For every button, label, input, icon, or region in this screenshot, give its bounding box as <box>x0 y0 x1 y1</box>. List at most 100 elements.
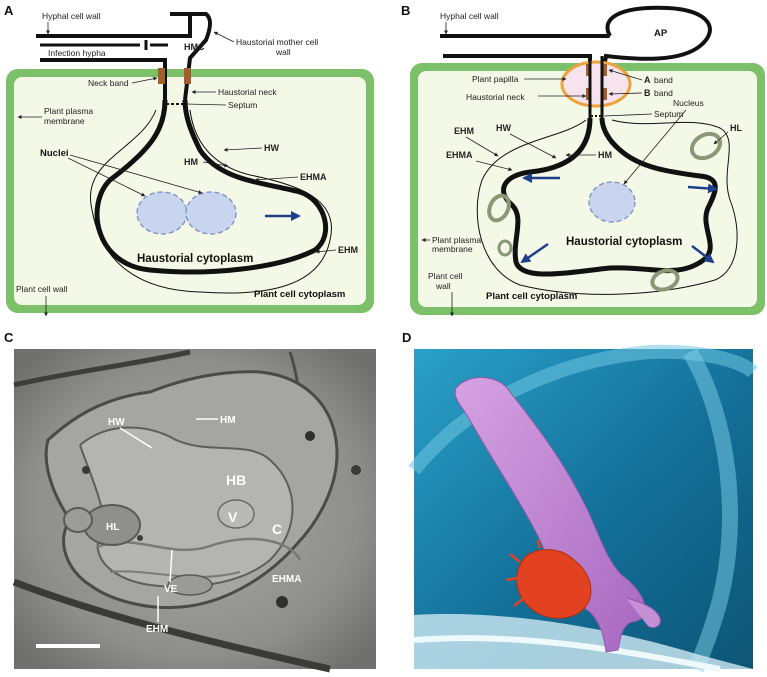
b-arrow-ehm <box>465 136 499 157</box>
a-label-plant-cell-wall: Plant cell wall <box>16 284 68 294</box>
c-line-hw <box>119 427 153 449</box>
b-appressorium <box>600 5 712 81</box>
a-label-neck-band: Neck band <box>88 78 129 88</box>
plant-cell-cytoplasm-area <box>14 77 366 305</box>
em-vacuole-v <box>217 499 255 529</box>
a-label-ehm: EHM <box>338 245 358 255</box>
a-arrow-nuclei-2 <box>69 154 203 194</box>
a-arrow-nuclei-1 <box>67 157 146 197</box>
sem-cell-surface-bottom <box>414 614 753 669</box>
b-ehm-outline <box>476 119 738 295</box>
b-label-ehm: EHM <box>454 126 474 136</box>
b-a-band-right <box>602 64 607 76</box>
c-scale-bar <box>36 644 100 648</box>
b-label-a-band: band <box>654 75 673 85</box>
c-label-hw: HW <box>108 417 125 428</box>
a-arrow-hmc-wall <box>213 31 235 43</box>
b-label-hl: HL <box>730 123 742 133</box>
panel-a: A Hyphal cell wall Infection hypha HMC H… <box>4 3 374 317</box>
panel-d: D <box>402 330 758 673</box>
a-label-hm: HM <box>184 157 198 167</box>
panel-a-letter: A <box>4 3 14 18</box>
c-label-c: C <box>272 521 282 537</box>
a-label-ppm-2: membrane <box>44 116 85 126</box>
nucleus-2 <box>185 191 237 235</box>
haustorium-wall <box>94 99 329 275</box>
a-label-ehma: EHMA <box>300 172 327 182</box>
sem-cell-ridge-top <box>408 344 758 475</box>
b-haustorial-neck-walls <box>588 56 604 118</box>
a-label-haustorial-neck: Haustorial neck <box>218 87 277 97</box>
c-label-hl: HL <box>106 522 119 533</box>
em-speck <box>137 535 143 541</box>
panel-b: B Hyphal cell wall <box>401 3 765 317</box>
b-label-pcw-2: wall <box>435 281 451 291</box>
a-label-hyphal-cell-wall: Hyphal cell wall <box>42 11 101 21</box>
b-line-septum <box>603 113 653 117</box>
b-label-hm: HM <box>598 150 612 160</box>
b-label-nucleus: Nucleus <box>673 98 704 108</box>
b-label-ppm-1: Plant plasma <box>432 235 481 245</box>
b-hl-1 <box>689 131 723 161</box>
a-label-haustorial-cytoplasm: Haustorial cytoplasm <box>137 253 253 265</box>
b-hl-2 <box>487 193 511 223</box>
hmc-wall <box>170 12 212 101</box>
em-cell-wall-bottom <box>12 578 331 673</box>
b-flow-arrow-4 <box>691 245 715 264</box>
b-label-hw: HW <box>496 123 511 133</box>
infection-hypha-lower-wall <box>40 58 167 100</box>
b-hl-4 <box>650 268 680 292</box>
em-membrane-2 <box>109 570 241 578</box>
b-label-b-letter: B <box>644 88 651 98</box>
b-arrow-ehma <box>475 160 513 172</box>
c-label-hb: HB <box>226 472 246 488</box>
neck-band-left <box>158 68 165 84</box>
ehm-outline <box>89 109 332 294</box>
b-label-ppm-2: membrane <box>432 244 473 254</box>
b-hl-3 <box>497 239 513 257</box>
c-label-ehma: EHMA <box>272 574 301 585</box>
sem-cell-edge-highlight <box>413 635 721 672</box>
a-arrow-hm <box>202 161 229 168</box>
sem-red-structure <box>516 549 592 619</box>
b-label-septum: Septum <box>654 109 683 119</box>
b-flow-arrow-3 <box>520 242 549 264</box>
b-flow-arrow-2 <box>687 183 718 194</box>
b-label-plant-papilla: Plant papilla <box>472 74 519 84</box>
a-label-nuclei: Nuclei <box>40 148 69 159</box>
a-arrow-ehm <box>315 249 337 254</box>
sem-hypha-branch <box>625 597 661 629</box>
b-haustorium-wall <box>501 117 718 277</box>
panel-c: C HW HM HB V C HL VE EHMA EHM <box>4 330 376 673</box>
em-speck <box>305 431 315 441</box>
b-plant-cell-cytoplasm-area <box>418 71 757 307</box>
em-speck <box>351 465 361 475</box>
c-label-hm: HM <box>220 415 236 426</box>
em-speck <box>276 596 288 608</box>
a-label-hmc: HMC <box>184 42 205 52</box>
nucleus-1 <box>136 191 188 235</box>
neck-band-right <box>184 68 191 84</box>
b-nucleus <box>588 181 636 223</box>
a-label-septum: Septum <box>228 100 257 110</box>
b-label-haustorial-neck: Haustorial neck <box>466 92 525 102</box>
em-lobe-small <box>63 507 93 533</box>
a-label-hmc-wall-2: wall <box>275 47 291 57</box>
a-arrow-ehma <box>254 176 299 182</box>
b-label-pcw-1: Plant cell <box>428 271 463 281</box>
c-label-ehm: EHM <box>146 624 168 635</box>
panel-d-letter: D <box>402 330 411 345</box>
b-label-hyphal-cell-wall: Hyphal cell wall <box>440 11 499 21</box>
b-label-plant-cell-cytoplasm: Plant cell cytoplasm <box>486 291 577 302</box>
c-line-ve <box>169 549 173 583</box>
b-label-ehma: EHMA <box>446 150 473 160</box>
b-arrow-a-band <box>608 69 643 81</box>
b-arrow-nucleus <box>623 109 687 185</box>
b-label-ap: AP <box>654 28 668 39</box>
a-arrow-hw <box>223 147 263 152</box>
sem-cell-ridge-right <box>683 347 738 673</box>
em-speck <box>82 466 90 474</box>
a-label-infection-hypha: Infection hypha <box>48 48 106 58</box>
a-arrow-neck-band <box>131 76 158 84</box>
